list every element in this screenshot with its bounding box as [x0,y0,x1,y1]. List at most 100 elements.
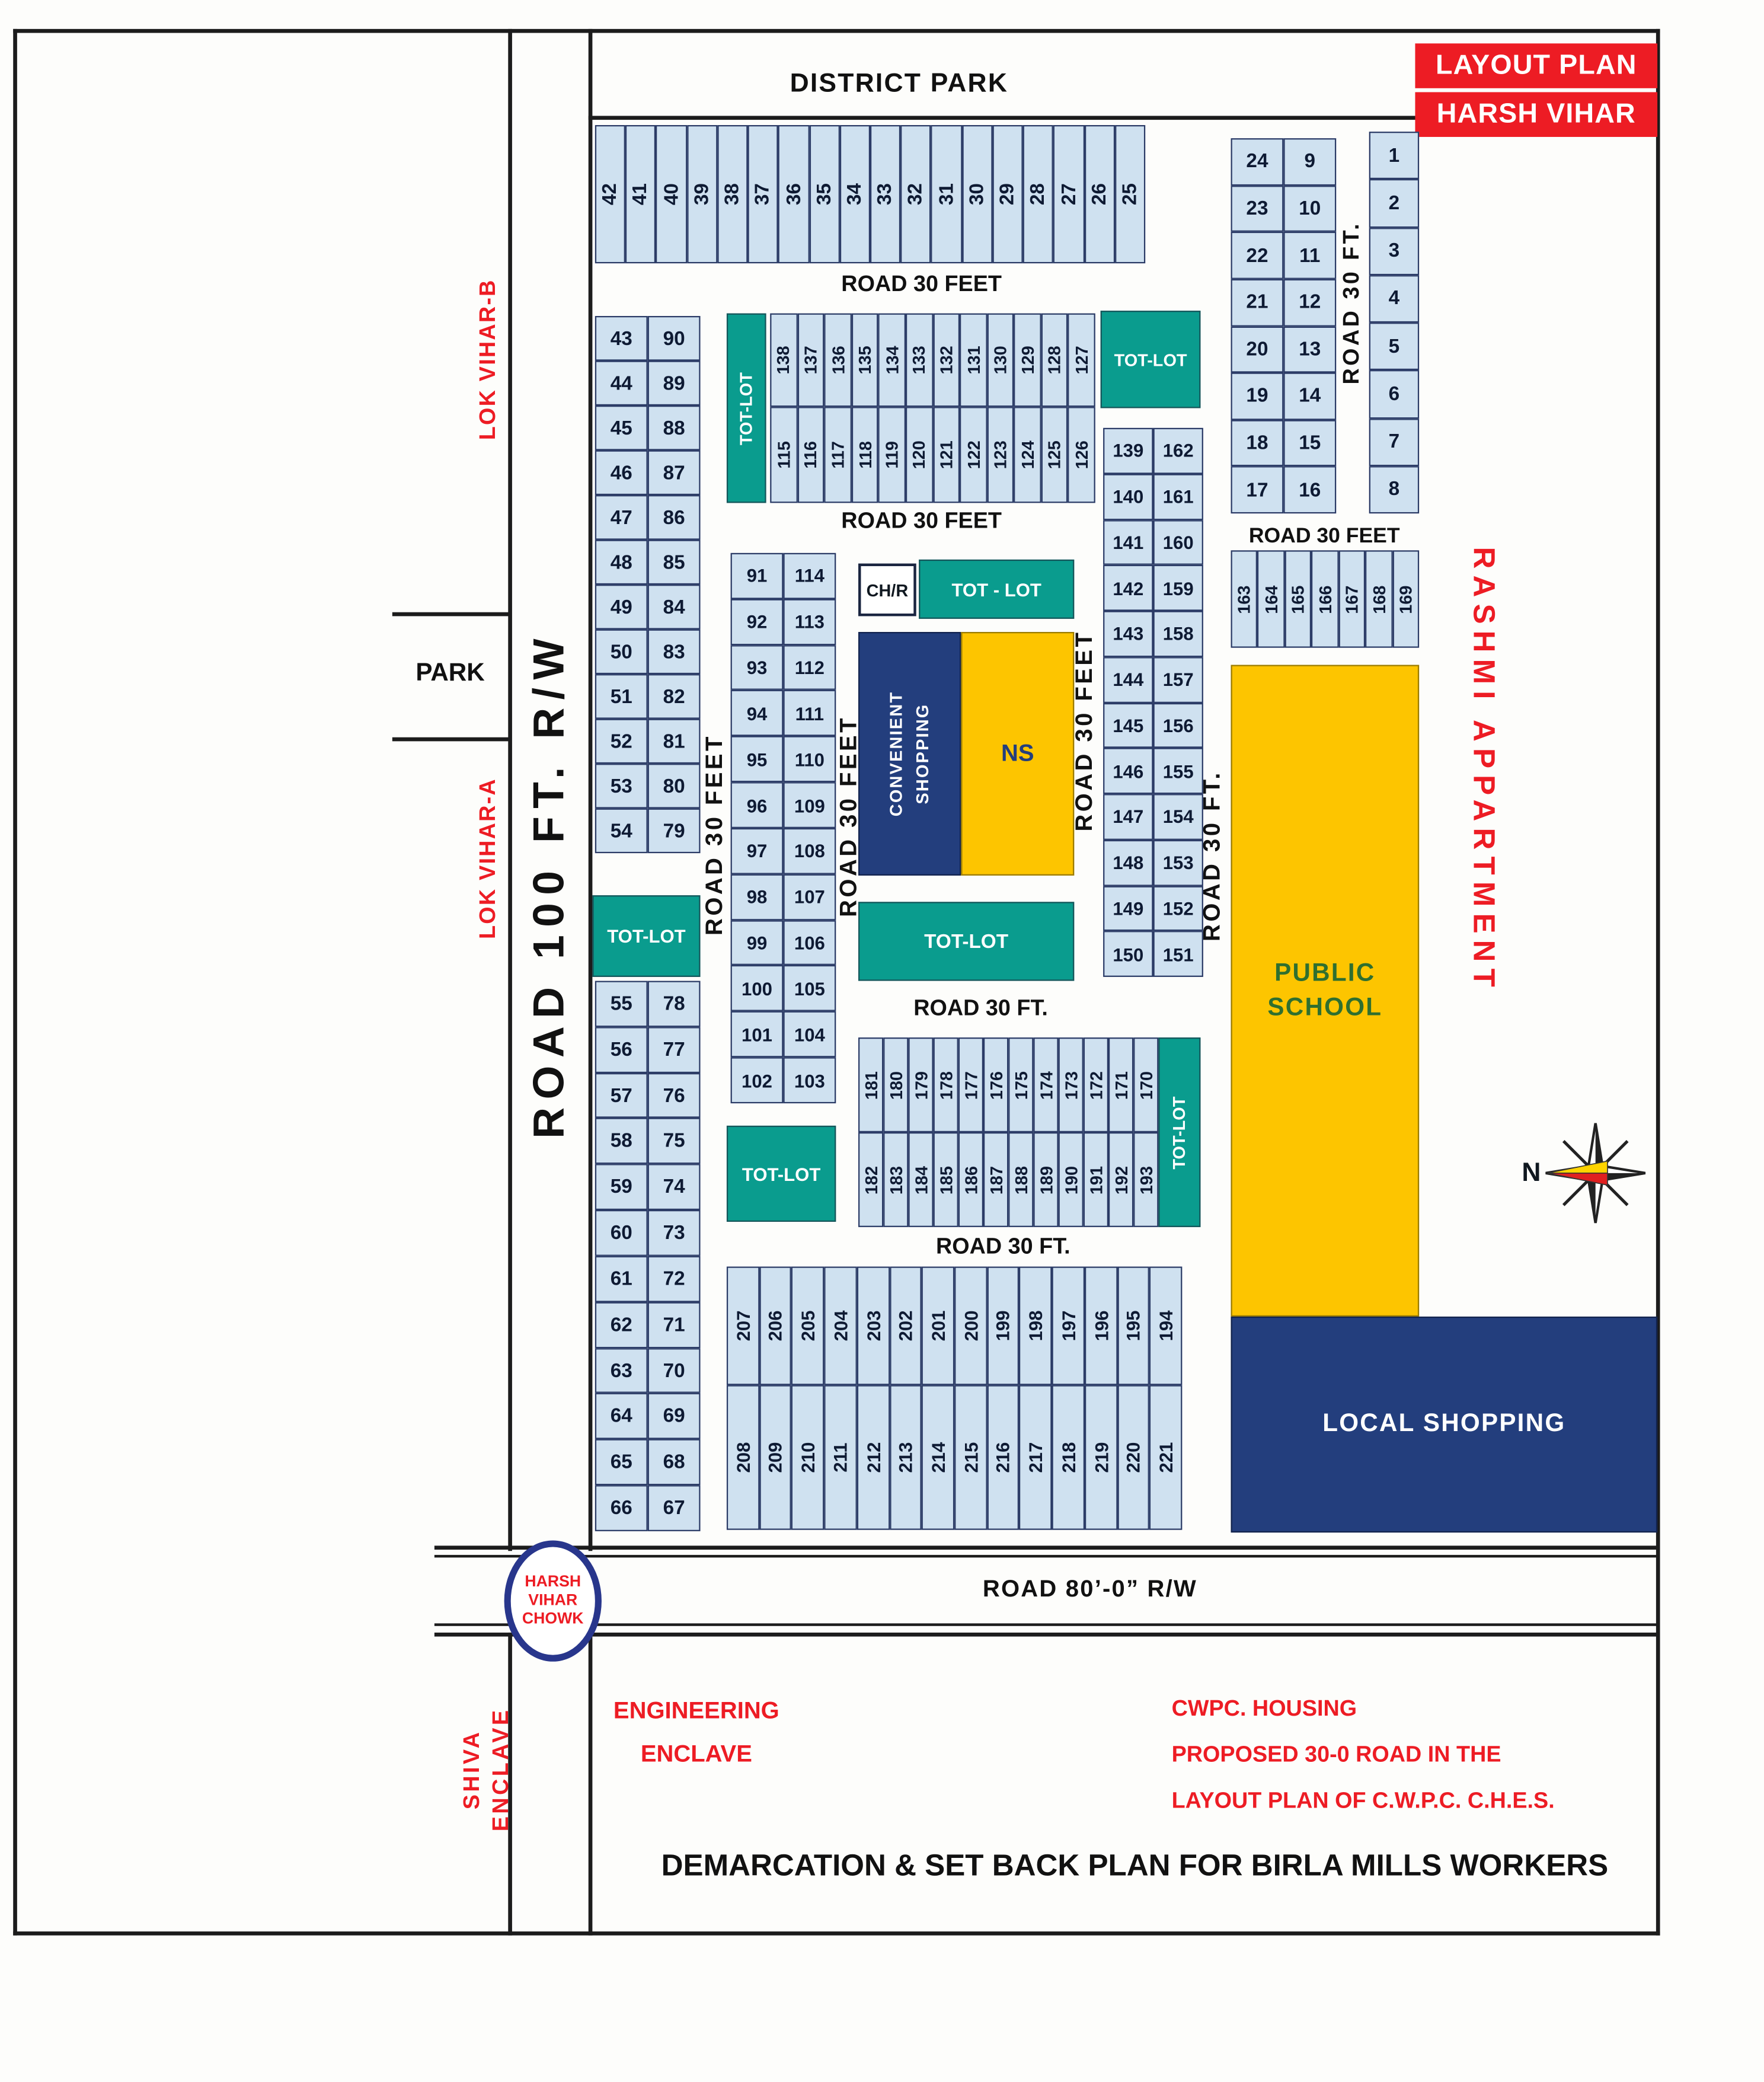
plot-cell: 167 [1338,550,1366,648]
plot-cell: 130 [986,313,1014,407]
plot-cell: 118 [851,407,879,503]
plot-number: 121 [936,440,957,470]
plot-cell: 110 [783,736,836,783]
plot-cell: 36 [778,124,809,264]
plot-number: 173 [1061,1070,1081,1100]
plot-cell: 19 [1231,372,1284,420]
plot-number: 188 [1011,1165,1031,1195]
plot-cell: 14 [1283,372,1337,420]
plot-cell: 88 [647,405,701,451]
plot-number: 205 [797,1310,819,1342]
plot-number: 30 [966,183,989,206]
tot-lot-block-center: TOT-LOT [858,902,1075,981]
chr-block: CH/R [858,563,916,617]
plot-cell: 75 [647,1118,701,1165]
plot-cell: 131 [960,313,987,407]
plot-cell: 185 [933,1132,958,1227]
road-30-feet-label-mid: ROAD 30 FEET [841,508,1002,534]
plot-number: 127 [1072,346,1092,375]
plot-number: 133 [909,346,929,375]
plot-cell: 48 [595,539,648,585]
plot-number: 119 [882,441,902,469]
plot-cell: 128 [1041,313,1069,407]
shiva-enclave-line-1: SHIVA [459,1729,485,1810]
plot-cell: 24 [1231,138,1284,186]
plot-cell: 148 [1103,839,1153,886]
plot-cell: 52 [595,719,648,764]
plot-cell: 9 [1283,138,1337,186]
plot-cell: 15 [1283,419,1337,467]
plot-cell: 139 [1103,427,1153,474]
local-shopping-label: LOCAL SHOPPING [1322,1410,1566,1438]
plot-cell: 133 [905,313,933,407]
plot-number: 39 [691,183,714,206]
road-30-feet-label-top: ROAD 30 FEET [841,271,1002,296]
plot-cell: 208 [726,1385,759,1530]
plot-cell: 10 [1283,185,1337,232]
plot-number: 172 [1086,1070,1106,1100]
plot-cell: 158 [1153,611,1203,657]
plot-cell: 92 [730,599,784,645]
plot-number: 117 [827,441,848,469]
plot-number: 177 [961,1070,981,1100]
plot-number: 165 [1288,585,1308,614]
plot-cell: 218 [1052,1385,1085,1530]
plot-number: 128 [1044,346,1065,375]
plot-number: 123 [990,440,1011,470]
engineering-enclave-line-1: ENGINEERING [613,1697,779,1724]
plot-number: 124 [1017,440,1038,470]
chowk-line-3: CHOWK [522,1608,584,1627]
plot-cell: 184 [908,1132,934,1227]
cwpc-note-line-2: PROPOSED 30-0 ROAD IN THE [1171,1741,1501,1767]
plot-cell: 156 [1153,702,1203,749]
tot-lot-label: TOT-LOT [742,1163,821,1184]
plot-cell: 73 [647,1210,701,1256]
plot-number: 136 [827,346,848,375]
lok-vihar-a-label: LOK VIHAR-A [475,778,500,940]
plot-number: 118 [855,441,875,469]
plot-number: 184 [910,1165,931,1195]
demarcation-title: DEMARCATION & SET BACK PLAN FOR BIRLA MI… [661,1848,1609,1882]
plot-number: 206 [765,1310,787,1342]
plot-cell: 54 [595,808,648,854]
plot-cell: 202 [889,1266,922,1385]
plot-cell: 210 [791,1385,825,1530]
plot-cell: 91 [730,553,784,599]
plot-cell: 127 [1068,313,1095,407]
plot-cell: 151 [1153,931,1203,977]
plot-cell: 98 [730,874,784,920]
plot-cell: 39 [686,124,718,264]
plot-cell: 140 [1103,473,1153,520]
plot-cell: 29 [992,124,1023,264]
plot-cell: 205 [791,1266,825,1385]
engineering-enclave-label: ENGINEERING ENCLAVE [600,1689,792,1777]
plot-number: 198 [1025,1310,1047,1342]
plot-cell: 16 [1283,467,1337,514]
plot-number: 179 [910,1070,931,1100]
plot-cell: 143 [1103,611,1153,657]
plot-number: 116 [801,441,821,469]
plot-cell: 84 [647,585,701,630]
plot-number: 122 [963,440,983,470]
plot-cell: 186 [958,1132,984,1227]
plot-number: 203 [862,1310,884,1342]
plot-cell: 209 [759,1385,792,1530]
plot-number: 196 [1090,1310,1111,1342]
plot-number: 202 [895,1310,916,1342]
plot-number: 37 [752,183,775,206]
convenient-shopping-block: CONVENIENT SHOPPING [858,632,961,876]
plot-cell: 122 [960,407,987,503]
plot-cell: 175 [1008,1037,1034,1132]
plot-cell: 87 [647,450,701,496]
plot-cell: 45 [595,405,648,451]
plot-cell: 154 [1153,794,1203,840]
plot-cell: 93 [730,644,784,691]
plot-cell: 120 [905,407,933,503]
plot-cell: 136 [824,313,852,407]
plot-number: 193 [1136,1165,1156,1195]
plot-cell: 51 [595,674,648,719]
plot-cell: 53 [595,764,648,809]
plot-cell: 70 [647,1347,701,1394]
